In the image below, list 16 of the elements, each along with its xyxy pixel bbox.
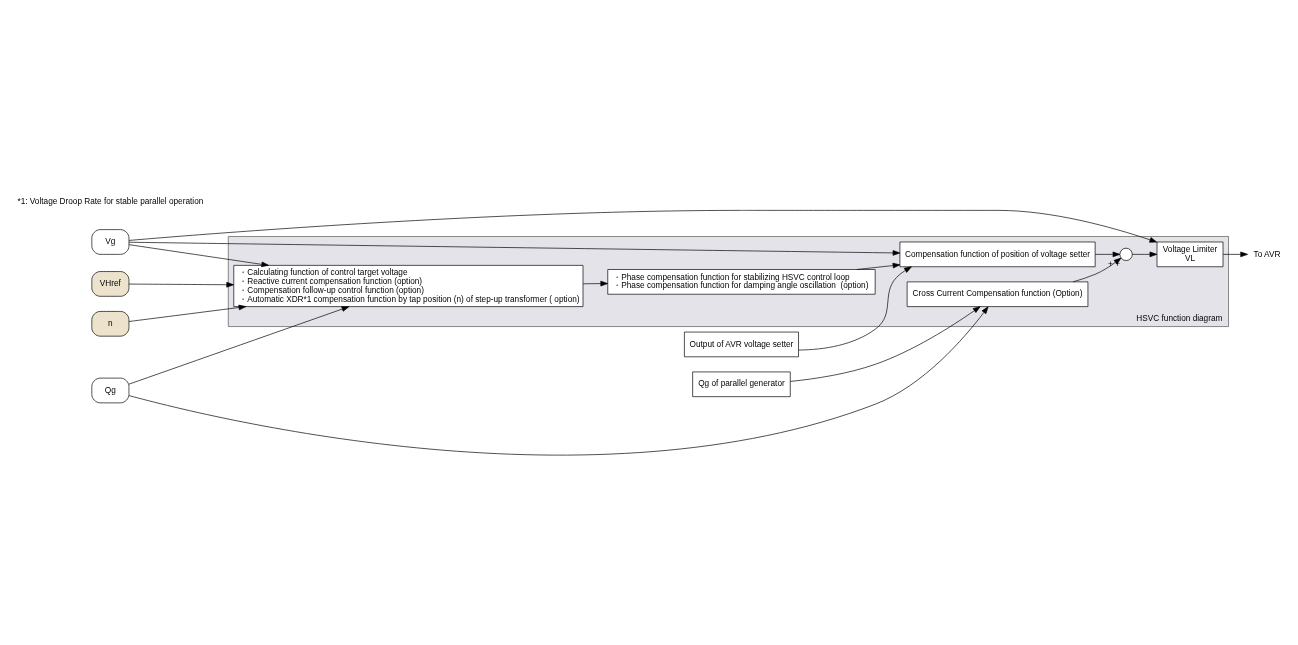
node-circle [1119, 247, 1133, 261]
arrow [1132, 251, 1158, 258]
arrow [128, 210, 1158, 243]
arrow [1094, 251, 1121, 258]
arrow [789, 306, 981, 382]
arrow [128, 241, 901, 256]
arrow [1222, 251, 1248, 258]
arrow [798, 266, 912, 351]
arrow [582, 280, 608, 287]
arrow [128, 282, 234, 288]
arrow [856, 262, 901, 270]
arrow [128, 244, 269, 268]
arrow [128, 306, 989, 456]
arrow [1072, 257, 1122, 283]
arrow [128, 306, 350, 385]
arrow [128, 304, 247, 322]
